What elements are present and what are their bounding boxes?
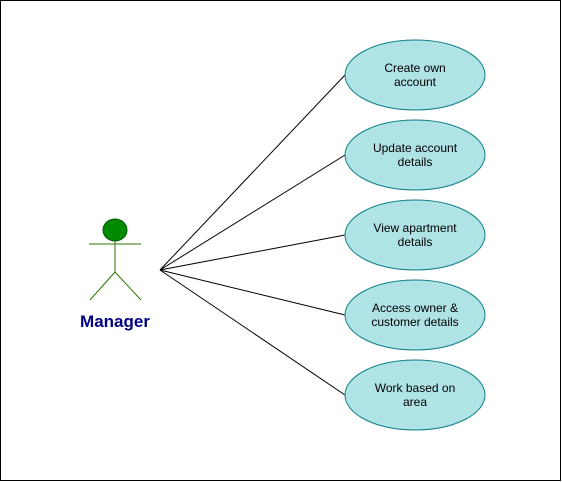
connector-work-based-on-area bbox=[159, 269, 346, 396]
use-case-label-line: Update account bbox=[373, 141, 458, 155]
actor-right-leg bbox=[114, 271, 142, 301]
actor-left-leg bbox=[89, 271, 116, 301]
use-case-label-line: details bbox=[398, 155, 433, 169]
use-case-label-line: details bbox=[398, 235, 433, 249]
connectors bbox=[159, 74, 346, 396]
connector-update-account-details bbox=[159, 154, 346, 271]
actor-head bbox=[102, 218, 128, 242]
actor-manager[interactable]: Manager bbox=[80, 218, 150, 331]
use-case-ellipse bbox=[344, 119, 486, 191]
use-case-label-line: View apartment bbox=[373, 221, 457, 235]
use-case-ellipse bbox=[344, 199, 486, 271]
use-case-label-line: customer details bbox=[371, 315, 458, 329]
use-case-ellipse bbox=[344, 39, 486, 111]
use-case-access-owner-customer-details[interactable]: Access owner &customer details bbox=[344, 279, 486, 351]
use-case-ellipse bbox=[344, 279, 486, 351]
use-case-label-line: area bbox=[403, 395, 427, 409]
use-case-label-line: Create own bbox=[384, 61, 445, 75]
actor-label: Manager bbox=[80, 312, 150, 331]
use-case-label-line: account bbox=[394, 75, 437, 89]
use-case-label-line: Work based on bbox=[375, 381, 456, 395]
use-case-label-line: Access owner & bbox=[372, 301, 458, 315]
connector-view-apartment-details bbox=[159, 234, 346, 271]
connector-access-owner-customer-details bbox=[159, 269, 346, 316]
connector-create-own-account bbox=[159, 74, 346, 271]
use-case-ellipse bbox=[344, 359, 486, 431]
